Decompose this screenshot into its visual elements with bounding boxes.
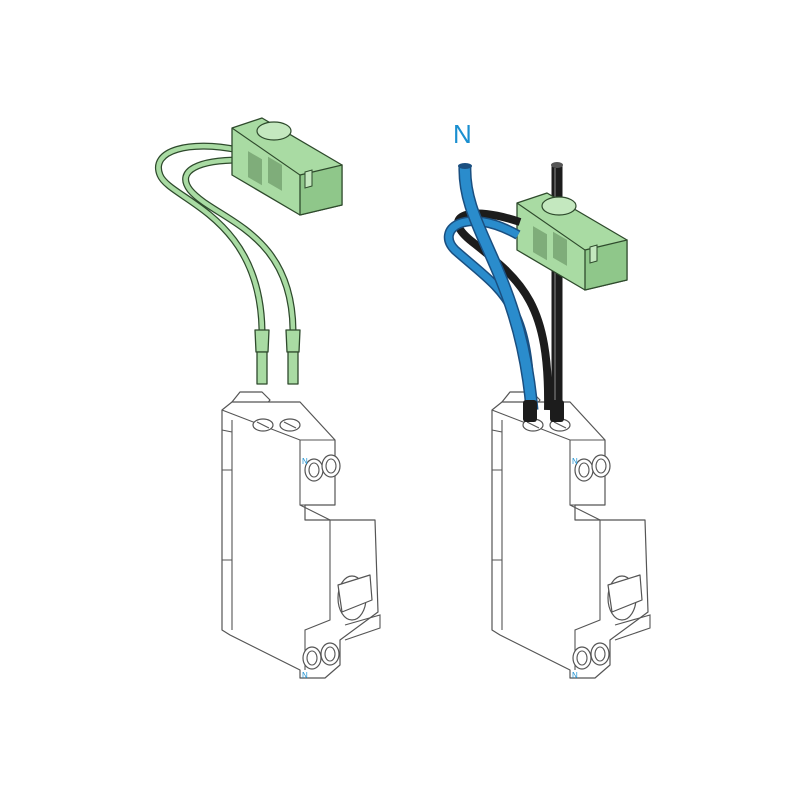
breaker-left-top-n-label: N <box>302 457 308 466</box>
neutral-wire-label: N <box>453 119 472 149</box>
right-assembly <box>443 162 651 679</box>
current-sensor <box>231 117 343 216</box>
current-sensor-mounted <box>516 192 628 291</box>
circuit-breaker <box>221 391 381 679</box>
circuit-breaker-wired <box>491 391 651 679</box>
neutral-wire <box>459 164 537 411</box>
left-assembly <box>155 117 381 679</box>
breaker-right-top-n-label: N <box>572 457 578 466</box>
breaker-right-bottom-n-label: N <box>572 671 578 680</box>
breaker-left-bottom-n-label: N <box>302 671 308 680</box>
sensor-leads <box>155 142 301 385</box>
